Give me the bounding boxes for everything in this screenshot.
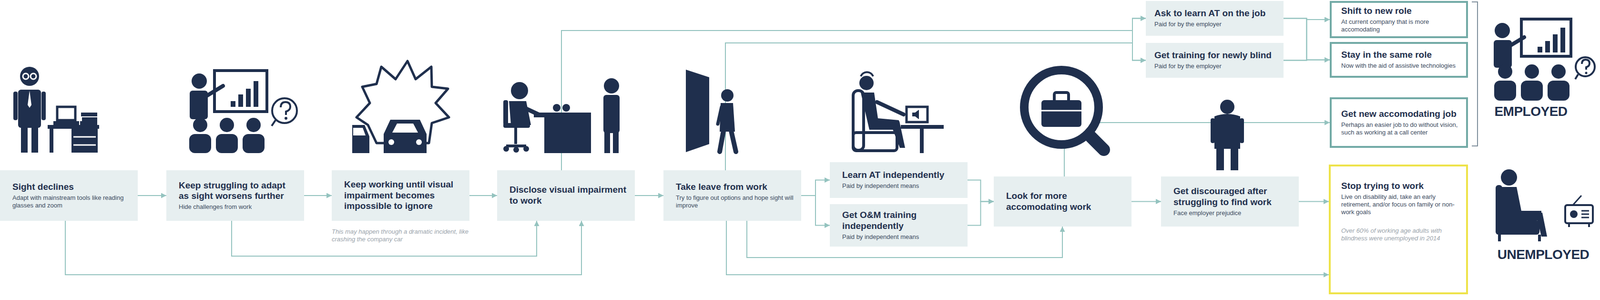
employed-icon xyxy=(1493,19,1595,101)
discouraged-icon xyxy=(1210,99,1244,171)
node-text: Perhaps an easier job to do without visi… xyxy=(1341,121,1462,137)
person-at-desk-icon xyxy=(13,66,100,153)
connector-arrow xyxy=(137,194,167,196)
node-title: Get O&M training independently xyxy=(842,209,961,232)
process-box: Get training for newly blindPaid for by … xyxy=(1145,42,1284,78)
car-crash-icon xyxy=(352,61,449,153)
armchair-icon xyxy=(853,71,944,153)
connector-arrow xyxy=(469,194,498,196)
node-text: Now with the aid of assistive technologi… xyxy=(1341,61,1462,70)
process-box: Get O&M training independentlyPaid by in… xyxy=(829,203,968,247)
node-text: Paid for by the employer xyxy=(1154,62,1278,71)
node-title: Sight declines xyxy=(12,181,132,193)
connector-arrow xyxy=(1283,60,1330,61)
outcome-box: Stop trying to workLive on disability ai… xyxy=(1328,164,1468,295)
presenter-icon xyxy=(189,70,297,153)
connector-arrow xyxy=(231,220,537,256)
connector-arrow xyxy=(634,194,664,196)
process-box: Learn AT independentlyPaid by independen… xyxy=(829,162,968,198)
node-title: Get discouraged after struggling to find… xyxy=(1173,185,1293,208)
connector-arrow xyxy=(1064,122,1330,177)
node-text: Try to figure out options and hope sight… xyxy=(675,193,795,210)
disclose-icon xyxy=(503,78,620,153)
node-title: Shift to new role xyxy=(1341,5,1462,17)
connector-arrow xyxy=(1283,18,1330,61)
node-title: Look for more accomodating work xyxy=(1006,190,1125,213)
process-box: Keep working until visual impairment bec… xyxy=(331,170,470,221)
connector-arrow xyxy=(1131,201,1162,203)
process-box: Sight declinesAdapt with mainstream tool… xyxy=(0,170,138,221)
connector-arrow xyxy=(725,18,1146,171)
node-text: Paid for by the employer xyxy=(1154,20,1278,29)
connector-arrow xyxy=(801,195,830,225)
node-title: Take leave from work xyxy=(675,181,795,193)
node-text: Live on disability aid, take an early re… xyxy=(1341,193,1459,217)
node-title: Learn AT independently xyxy=(842,169,961,181)
outcome-label: UNEMPLOYED xyxy=(1497,246,1590,263)
node-text: Hide challenges from work xyxy=(178,203,298,211)
outcome-box: Stay in the same roleNow with the aid of… xyxy=(1329,41,1468,78)
process-box: Ask to learn AT on the jobPaid for by th… xyxy=(1145,0,1284,36)
node-text: Paid by independent means xyxy=(842,233,961,241)
node-title: Disclose visual impairment to work xyxy=(509,184,629,207)
leave-icon xyxy=(685,69,736,153)
process-box: Disclose visual impairment to work xyxy=(497,170,635,221)
node-note: Over 60% of working age adults with blin… xyxy=(1341,226,1459,243)
note-label: This may happen through a dramatic incid… xyxy=(331,227,470,244)
connector-arrow xyxy=(561,30,1146,171)
connector-arrow xyxy=(801,180,830,196)
node-text: Face employer prejudice xyxy=(1173,209,1293,217)
connector-arrow xyxy=(304,194,332,196)
node-title: Get training for newly blind xyxy=(1154,50,1278,62)
process-box: Keep struggling to adapt as sight worsen… xyxy=(166,170,305,221)
employed-bracket xyxy=(1471,1,1478,146)
unemployed-icon xyxy=(1495,169,1593,242)
node-title: Keep working until visual impairment bec… xyxy=(344,179,463,212)
node-text: Paid by independent means xyxy=(842,182,961,190)
node-text: Adapt with mainstream tools like reading… xyxy=(12,193,132,210)
connector-arrow xyxy=(967,201,994,226)
connector-arrow xyxy=(65,220,582,275)
node-title: Stop trying to work xyxy=(1341,180,1459,192)
connector-arrow xyxy=(561,18,1146,171)
connector-arrow xyxy=(1283,19,1330,61)
outcome-box: Shift to new roleAt current company that… xyxy=(1329,0,1468,39)
process-box: Look for more accomodating work xyxy=(993,176,1132,227)
node-title: Stay in the same role xyxy=(1341,49,1462,61)
node-text: At current company that is more accomoda… xyxy=(1341,18,1462,34)
magnifier-icon xyxy=(1024,70,1104,150)
connector-arrow xyxy=(967,180,994,202)
process-box: Take leave from workTry to figure out op… xyxy=(663,170,802,221)
node-title: Ask to learn AT on the job xyxy=(1154,8,1278,20)
connector-arrow xyxy=(1298,201,1329,203)
outcome-box: Get new accomodating jobPerhaps an easie… xyxy=(1329,97,1468,148)
node-title: Get new accomodating job xyxy=(1341,108,1462,120)
node-title: Keep struggling to adapt as sight worsen… xyxy=(178,180,298,203)
process-box: Get discouraged after struggling to find… xyxy=(1161,176,1299,227)
outcome-label: EMPLOYED xyxy=(1494,103,1568,120)
connector-arrow xyxy=(725,42,1146,171)
connector-arrow xyxy=(726,220,1329,275)
